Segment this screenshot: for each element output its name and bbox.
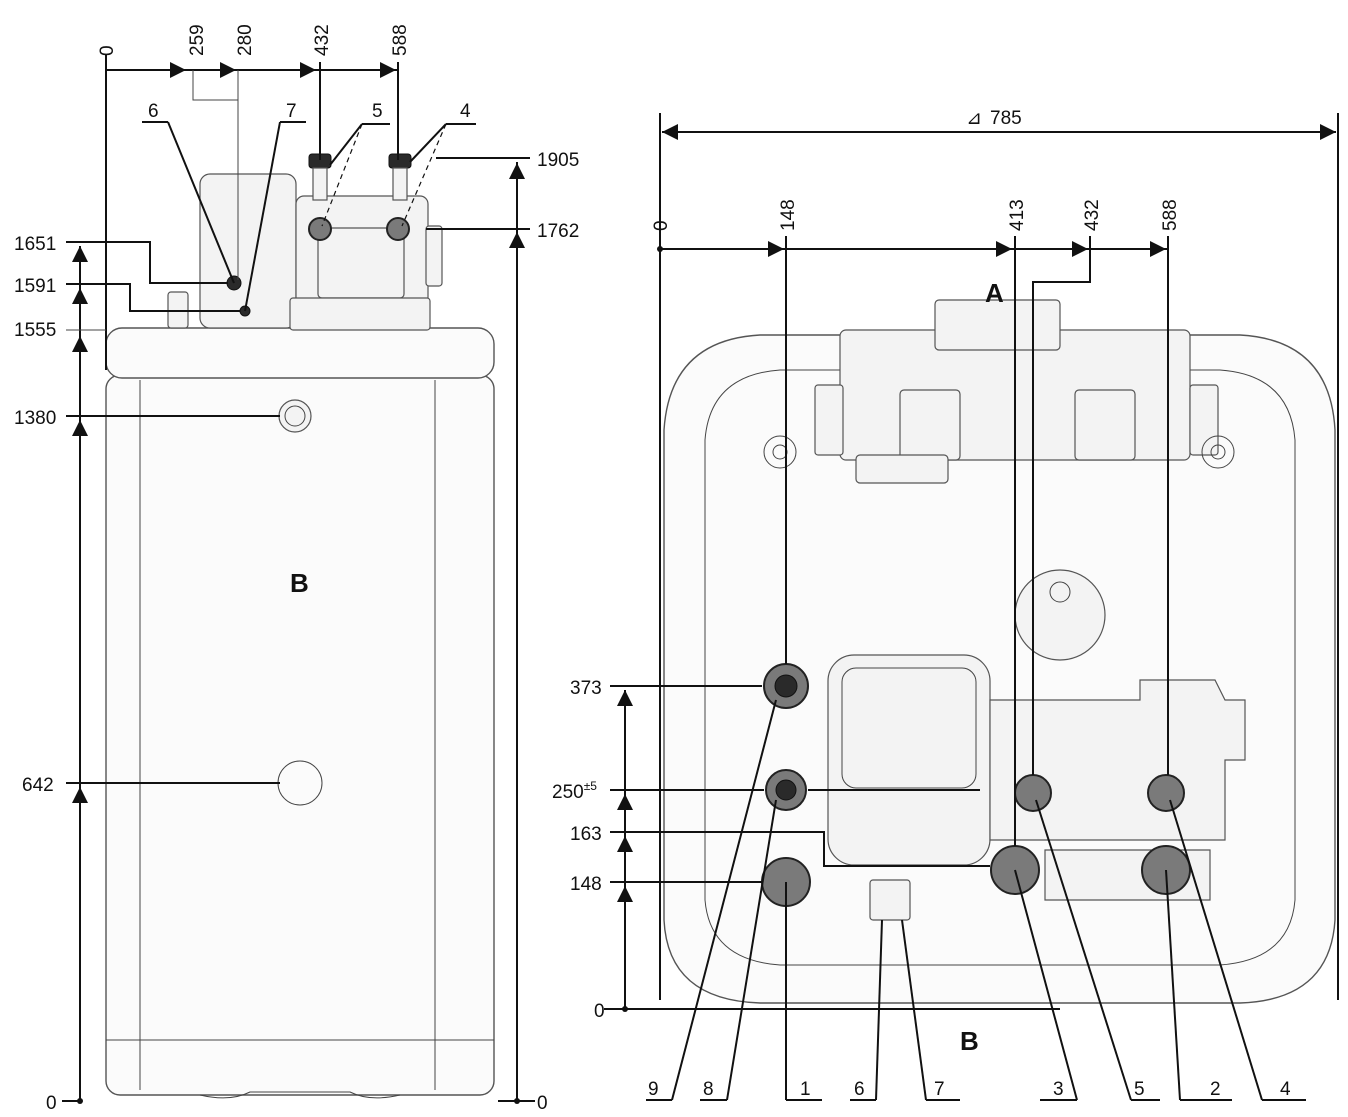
side-left-dim-1555: 1555 xyxy=(14,320,56,341)
top-callout-2: 2 xyxy=(1210,1079,1221,1100)
overall-width: 785 xyxy=(990,108,1022,129)
fan-housing xyxy=(199,173,297,329)
side-view: B 0 259 280 432 588 6 7 5 4 xyxy=(14,24,579,1114)
side-callout-5: 5 xyxy=(372,101,383,122)
top-view-dim-588: 588 xyxy=(1160,199,1181,231)
top-view-label-a: A xyxy=(985,278,1004,308)
top-callout-9: 9 xyxy=(648,1079,659,1100)
top-view-dim-413: 413 xyxy=(1007,199,1028,231)
side-top-dim-588: 588 xyxy=(390,24,411,56)
side-left-dim-1651: 1651 xyxy=(14,234,56,255)
top-view: A B ⊿ 785 0 148 413 432 588 xyxy=(552,108,1339,1101)
top-left-dim-0: 0 xyxy=(594,1001,605,1022)
side-right-dim-1905: 1905 xyxy=(537,150,579,171)
side-top-dim-280: 280 xyxy=(235,24,256,56)
connection-4-side xyxy=(386,217,410,241)
side-right-dim-0: 0 xyxy=(537,1093,548,1114)
side-zone-label: B xyxy=(290,568,309,598)
top-callout-8: 8 xyxy=(703,1079,714,1100)
side-callout-6: 6 xyxy=(148,101,159,122)
top-callout-7: 7 xyxy=(934,1079,945,1100)
top-callout-5: 5 xyxy=(1134,1079,1145,1100)
top-view-dim-148: 148 xyxy=(778,199,799,231)
tank-body xyxy=(105,374,495,1096)
side-left-dim-0: 0 xyxy=(46,1093,57,1114)
side-top-dim-0: 0 xyxy=(97,45,118,56)
width-symbol: ⊿ xyxy=(966,108,982,129)
side-left-dim-1591: 1591 xyxy=(14,276,56,297)
reservoir xyxy=(827,654,991,866)
side-top-dim-259: 259 xyxy=(187,24,208,56)
top-left-dim-250: 250±5 xyxy=(552,779,597,803)
side-right-dim-1762: 1762 xyxy=(537,221,579,242)
side-callout-7: 7 xyxy=(286,101,297,122)
top-callout-4: 4 xyxy=(1280,1079,1291,1100)
side-top-dim-432: 432 xyxy=(312,24,333,56)
side-callout-4: 4 xyxy=(460,101,471,122)
side-left-dim-642: 642 xyxy=(22,775,54,796)
top-view-label-b: B xyxy=(960,1026,979,1056)
tank-lid xyxy=(105,327,495,379)
top-left-dim-163: 163 xyxy=(570,824,602,845)
top-left-dim-373: 373 xyxy=(570,678,602,699)
connection-5-side xyxy=(308,217,332,241)
top-view-dim-432: 432 xyxy=(1082,199,1103,231)
top-callout-1: 1 xyxy=(800,1079,811,1100)
connection-4 xyxy=(1147,774,1185,812)
side-left-dim-1380: 1380 xyxy=(14,408,56,429)
top-view-dim-0: 0 xyxy=(651,220,672,231)
top-callout-6: 6 xyxy=(854,1079,865,1100)
top-callout-3: 3 xyxy=(1053,1079,1064,1100)
connection-5 xyxy=(1014,774,1052,812)
top-left-dim-148: 148 xyxy=(570,874,602,895)
